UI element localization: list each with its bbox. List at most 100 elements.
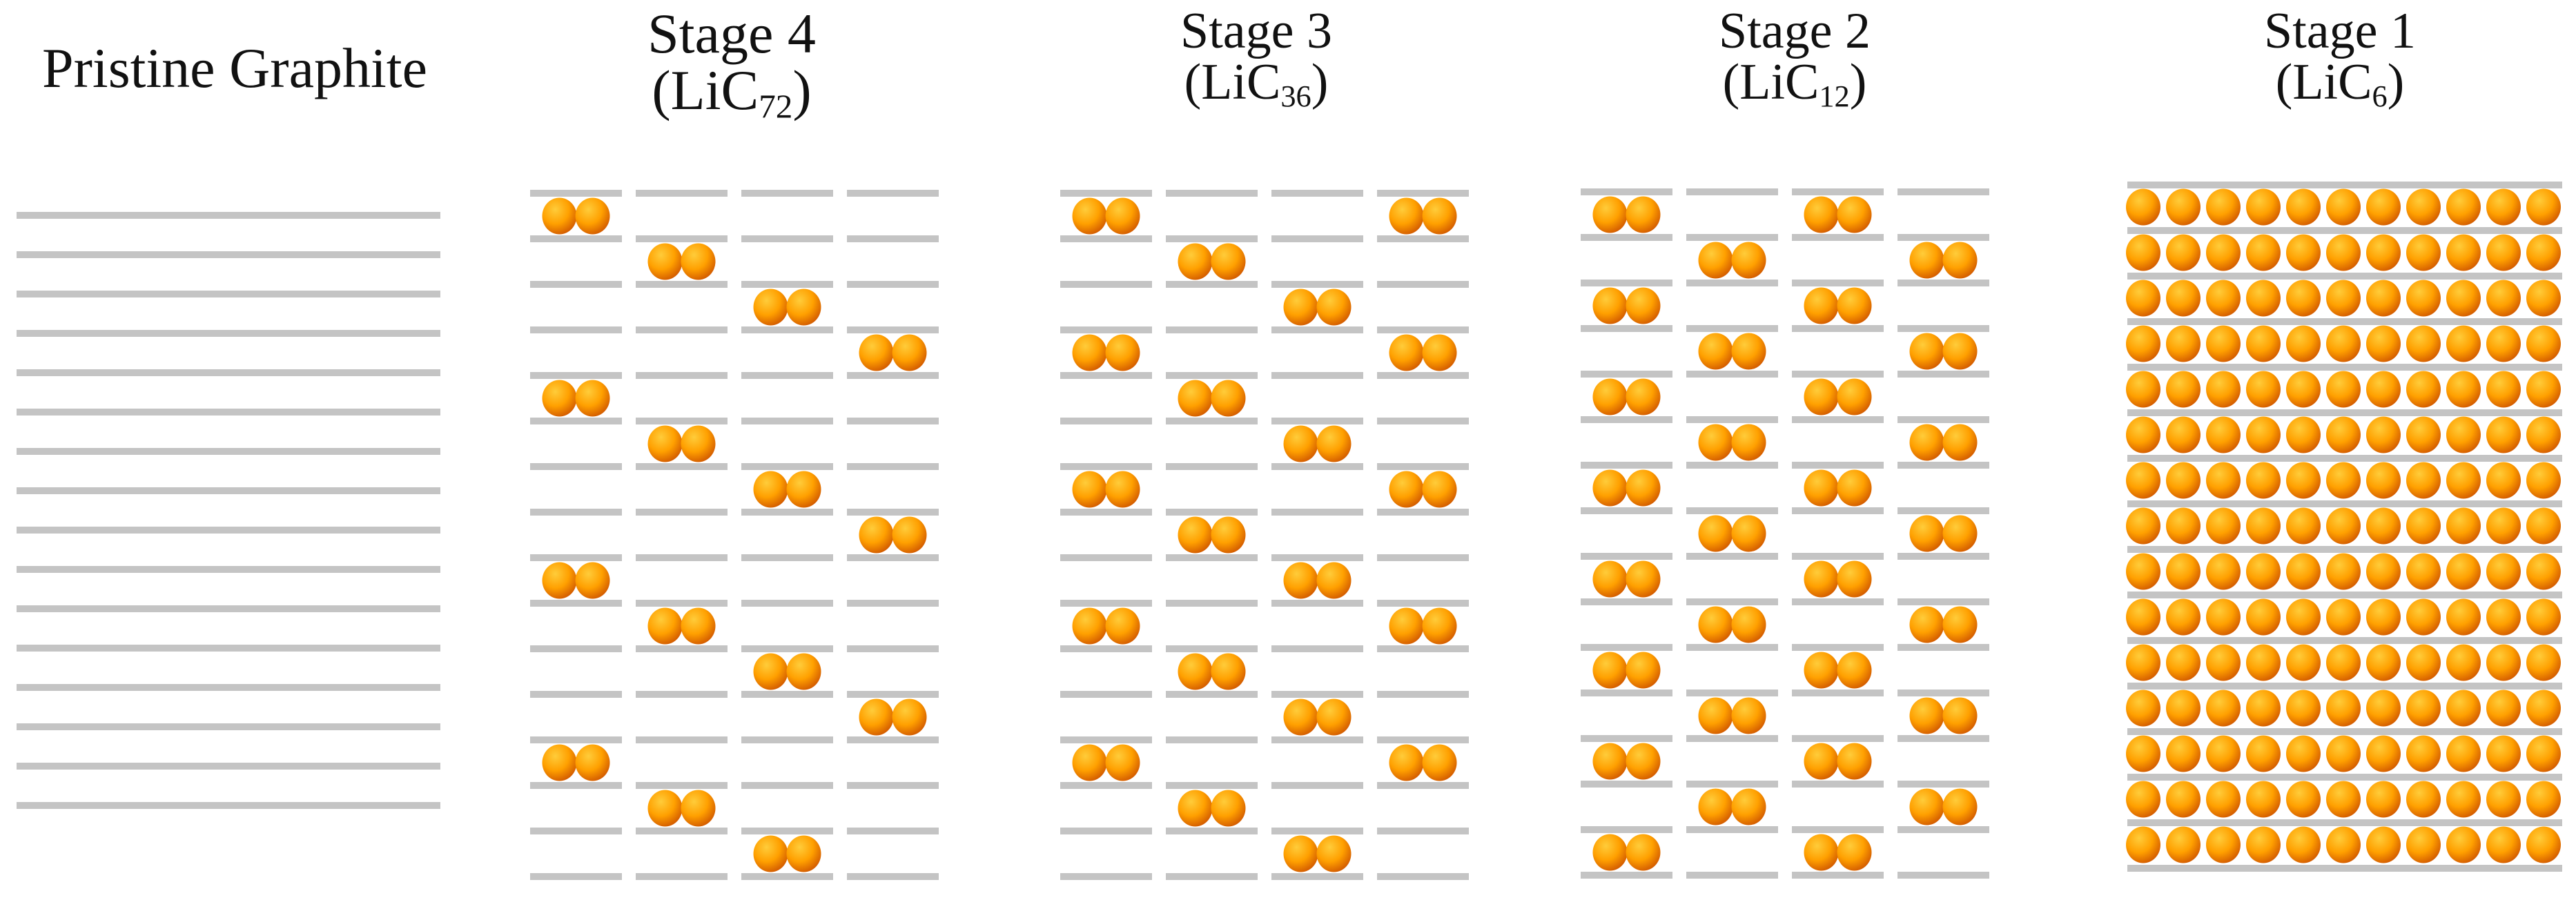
stage1-lithium-ion	[2326, 735, 2361, 772]
stage1-lithium-ion	[2526, 826, 2561, 863]
stage1-lithium-ion	[2166, 507, 2201, 545]
stage2-lithium-ion-b	[1731, 606, 1766, 643]
stage1-lithium-ion	[2486, 826, 2521, 863]
stage4-lithium-ion-a	[647, 607, 683, 645]
stage1-lithium-ion	[2286, 325, 2321, 362]
stage3-lithium-ion-b	[1105, 607, 1140, 645]
stage2-lithium-ion-a	[1804, 287, 1839, 324]
stage1-lithium-ion	[2206, 280, 2241, 317]
stage3-graphene-layer	[1271, 372, 1363, 379]
stage1-lithium-ion	[2526, 371, 2561, 408]
stage1-lithium-ion	[2406, 462, 2441, 499]
stage3-graphene-layer	[1377, 736, 1469, 743]
stage1-graphene-layer	[2127, 318, 2562, 325]
stage1-lithium-ion	[2126, 781, 2160, 818]
stage3-graphene-layer	[1377, 235, 1469, 242]
stage4-lithium-ion-a	[859, 516, 894, 554]
stage1-lithium-ion	[2286, 462, 2321, 499]
stage3-lithium-ion-a	[1178, 516, 1213, 554]
stage4-graphene-layer	[530, 600, 622, 607]
stage1-lithium-ion	[2326, 462, 2361, 499]
stage1-lithium-ion	[2446, 325, 2481, 362]
stage1-lithium-ion	[2206, 690, 2241, 727]
stage4-graphene-layer	[636, 782, 728, 789]
stage4-lithium-ion-b	[681, 790, 716, 827]
stage2-lithium-ion-a	[1909, 606, 1944, 643]
stage4-graphene-layer	[530, 281, 622, 288]
stage1-graphene-layer	[2127, 227, 2562, 234]
stage2-graphene-layer	[1581, 872, 1672, 879]
stage3-graphene-layer	[1060, 372, 1152, 379]
stage1-lithium-ion	[2366, 280, 2401, 317]
stage1-lithium-ion	[2326, 416, 2361, 453]
stage2-graphene-layer	[1686, 781, 1778, 788]
stage1-lithium-ion	[2246, 234, 2281, 271]
stage1-lithium-ion	[2406, 280, 2441, 317]
stage1-lithium-ion	[2486, 462, 2521, 499]
stage2-lithium-ion-b	[1942, 606, 1978, 643]
stage1-lithium-ion	[2126, 598, 2160, 636]
stage2-lithium-ion-a	[1698, 788, 1733, 825]
stage4-graphene-layer	[636, 372, 728, 379]
stage1-graphene-layer	[2127, 273, 2562, 280]
stage4-lithium-ion-b	[786, 289, 821, 326]
stage2-graphene-layer	[1792, 416, 1884, 423]
stage1-lithium-ion	[2526, 735, 2561, 772]
stage2-lithium-ion-b	[1731, 788, 1766, 825]
stage1-lithium-ion	[2166, 234, 2201, 271]
stage4-graphene-layer	[636, 326, 728, 333]
stage4-lithium-ion-b	[681, 607, 716, 645]
stage3-lithium-ion-b	[1422, 744, 1457, 781]
stage4-graphene-layer	[741, 463, 833, 470]
stage3-graphene-layer	[1060, 281, 1152, 288]
stage4-graphene-layer	[847, 645, 939, 652]
stage2-lithium-ion-b	[1731, 333, 1766, 370]
stage4-lithium-ion-a	[753, 471, 788, 508]
stage3-lithium-ion-a	[1283, 562, 1318, 599]
stage1-lithium-ion	[2286, 644, 2321, 681]
stage3-graphene-layer	[1166, 782, 1258, 789]
stage4-graphene-layer	[636, 873, 728, 880]
stage2-lithium-ion-b	[1731, 697, 1766, 734]
stage1-lithium-ion	[2326, 598, 2361, 636]
stage3-lithium-ion-b	[1211, 380, 1246, 417]
graphene-layer	[17, 605, 440, 612]
stage4-graphene-layer	[741, 372, 833, 379]
stage2-graphene-layer	[1686, 872, 1778, 879]
stage4-graphene-layer	[530, 190, 622, 197]
stage1-lithium-ion	[2206, 416, 2241, 453]
stage2-graphene-layer	[1581, 371, 1672, 378]
stage1-lithium-ion	[2326, 781, 2361, 818]
stage4-graphene-layer	[741, 645, 833, 652]
stage3-graphene-layer	[1060, 873, 1152, 880]
stage3-graphene-layer	[1271, 645, 1363, 652]
stage1-lithium-ion	[2406, 325, 2441, 362]
stage4-graphene-layer	[636, 235, 728, 242]
stage3-graphene-layer	[1060, 326, 1152, 333]
stage1-lithium-ion	[2206, 781, 2241, 818]
stage1-lithium-ion	[2286, 507, 2321, 545]
stage3-graphene-layer	[1377, 372, 1469, 379]
stage2-graphene-layer	[1686, 507, 1778, 514]
stage1-lithium-ion	[2286, 234, 2321, 271]
stage1-lithium-ion	[2246, 735, 2281, 772]
stage4-lithium-ion-b	[892, 698, 927, 736]
stage1-lithium-ion	[2486, 781, 2521, 818]
stage2-lithium-ion-a	[1909, 788, 1944, 825]
stage2-graphene-layer	[1581, 553, 1672, 560]
stage1-lithium-ion	[2366, 462, 2401, 499]
stage2-graphene-layer	[1897, 553, 1989, 560]
stage3-graphene-layer	[1166, 554, 1258, 561]
stage2-graphene-layer	[1581, 325, 1672, 332]
stage2-graphene-layer	[1792, 644, 1884, 651]
stage1-lithium-ion	[2166, 462, 2201, 499]
stage1-lithium-ion	[2206, 188, 2241, 226]
stage1-lithium-ion	[2446, 781, 2481, 818]
stage3-graphene-layer	[1271, 190, 1363, 197]
stage4-graphene-layer	[530, 509, 622, 516]
stage2-graphene-layer	[1686, 690, 1778, 696]
stage1-graphene-layer	[2127, 500, 2562, 507]
stage3-graphene-layer	[1166, 281, 1258, 288]
stage2-graphene-layer	[1897, 644, 1989, 651]
stage3-graphene-layer	[1166, 326, 1258, 333]
